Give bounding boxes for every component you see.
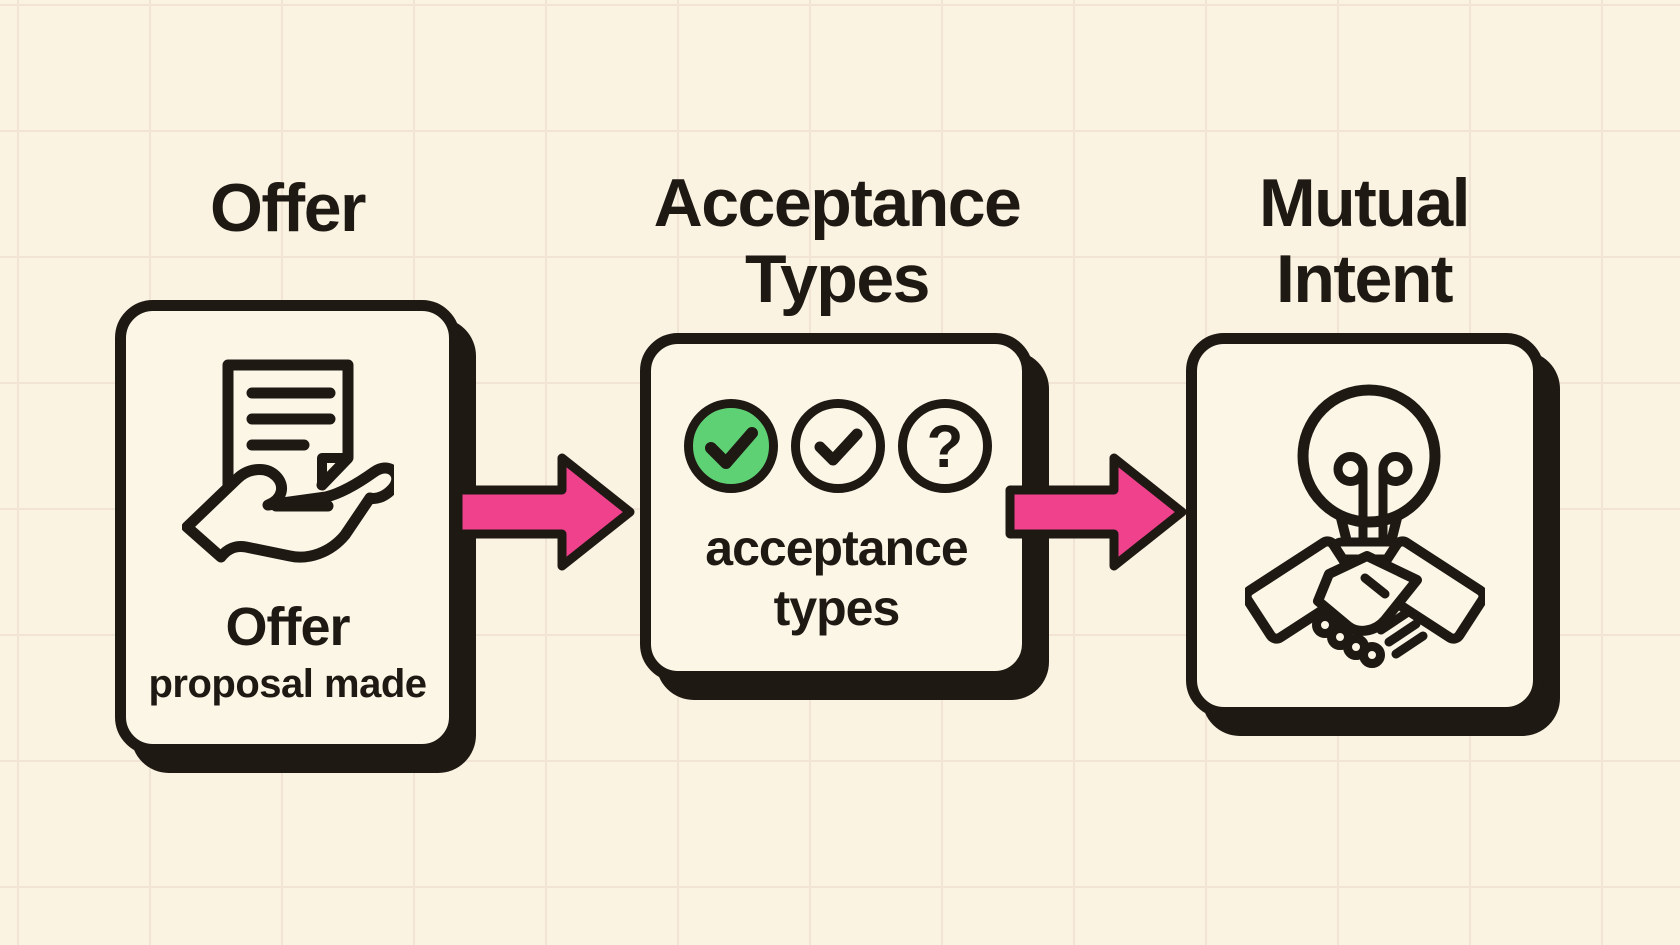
hand-holding-document-icon	[181, 359, 394, 563]
card-label: Offer	[225, 597, 350, 657]
arrow-right-icon	[1005, 453, 1187, 571]
arrow-right-icon	[453, 453, 635, 571]
question-circle-icon: ?	[897, 399, 992, 493]
step-title-mutual-intent: Mutual Intent	[1164, 165, 1564, 317]
check-circle-filled-icon	[683, 399, 778, 493]
mutual-intent-card	[1186, 333, 1544, 718]
acceptance-status-icons: ?	[683, 399, 992, 493]
card-label-line: types	[773, 580, 901, 636]
step-title-acceptance-types: Acceptance Types	[614, 165, 1060, 317]
check-circle-outline-icon	[790, 399, 885, 493]
card-label-line: acceptance	[705, 520, 968, 576]
step-title-line: Types	[745, 241, 930, 317]
step-title-line: Acceptance	[653, 165, 1022, 241]
step-title-line: Intent	[1275, 241, 1454, 317]
step-title-line: Offer	[210, 170, 366, 246]
step-title-offer: Offer	[115, 170, 460, 246]
card-sublabel: proposal made	[148, 662, 427, 706]
step-title-line: Mutual	[1258, 165, 1471, 241]
card-label: acceptance types	[705, 518, 968, 638]
question-mark-glyph: ?	[926, 413, 963, 480]
offer-card: Offer proposal made	[115, 300, 460, 755]
lightbulb-handshake-icon	[1245, 384, 1485, 668]
acceptance-types-card: ? acceptance types	[640, 333, 1033, 682]
